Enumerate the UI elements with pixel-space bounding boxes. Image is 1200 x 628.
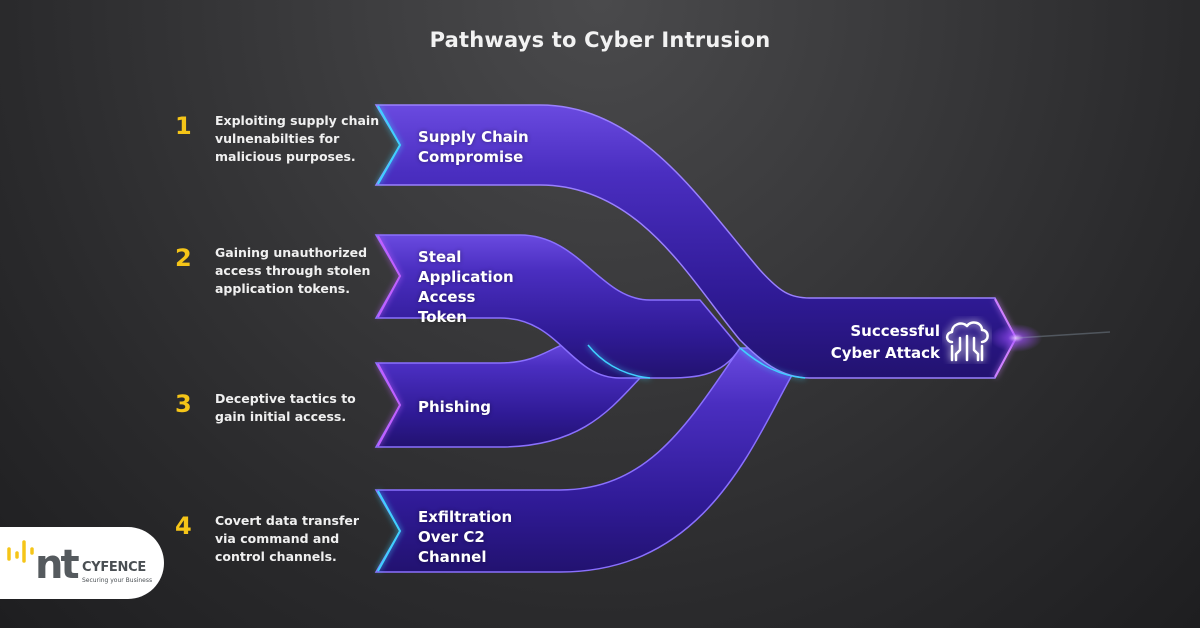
company-logo: nt CYFENCE Securing your Business bbox=[0, 527, 164, 599]
outcome-label: Successful Cyber Attack bbox=[830, 322, 940, 362]
merge-seam-2 bbox=[739, 347, 806, 379]
band-label-phishing: Phishing bbox=[418, 398, 491, 416]
step-number: 2 bbox=[175, 244, 192, 272]
band-steal-token bbox=[374, 234, 741, 379]
step-description: Covert data transfer via command and con… bbox=[215, 513, 360, 564]
diagram-title: Pathways to Cyber Intrusion bbox=[429, 28, 771, 52]
chevron-edge-4 bbox=[377, 490, 402, 572]
arrow-flare bbox=[990, 324, 1042, 352]
band-label-steal-token: Steal Application Access Token bbox=[418, 248, 514, 326]
step-number: 1 bbox=[175, 112, 192, 140]
arrow-flare-ray bbox=[1015, 331, 1111, 339]
step-number: 3 bbox=[175, 390, 192, 418]
chevron-edge-3 bbox=[377, 363, 402, 447]
merge-seam bbox=[587, 344, 651, 379]
step-description: Gaining unauthorized access through stol… bbox=[215, 245, 371, 296]
band-label-supply-chain: Supply Chain Compromise bbox=[418, 128, 529, 166]
band-supply-chain bbox=[374, 104, 1017, 379]
band-label-exfiltration: Exfiltration Over C2 Channel bbox=[418, 508, 513, 566]
band-phishing bbox=[374, 339, 642, 448]
step-description: Deceptive tactics to gain initial access… bbox=[215, 391, 356, 424]
logo-brand: CYFENCE bbox=[82, 560, 146, 575]
cloud-attack-icon bbox=[945, 321, 989, 362]
chevron-edge-2 bbox=[377, 235, 402, 318]
logo-tagline: Securing your Business bbox=[82, 577, 153, 584]
step-number: 4 bbox=[175, 512, 192, 540]
logo-mark: nt bbox=[35, 542, 80, 588]
logo-signal-bars-icon bbox=[7, 540, 34, 563]
step-description: Exploiting supply chain vulnenabilties f… bbox=[215, 113, 380, 164]
chevron-edge-1 bbox=[377, 105, 402, 185]
